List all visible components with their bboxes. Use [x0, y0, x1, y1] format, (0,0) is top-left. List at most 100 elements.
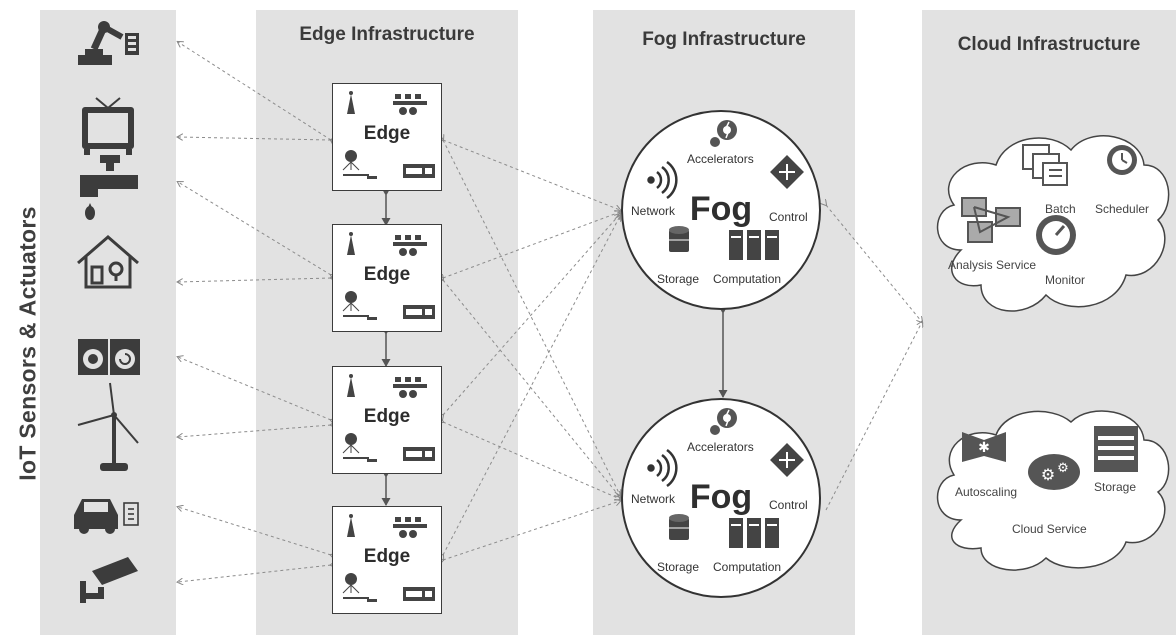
wire-turbine-edge3: [178, 425, 331, 437]
fog-label: Fog: [689, 478, 753, 516]
storage-icon: [1094, 426, 1138, 472]
security-camera-icon: [80, 557, 138, 603]
tv-icon: [82, 97, 134, 155]
storage-cylinder-icon: [669, 514, 689, 540]
server-rack-icon: [403, 447, 435, 461]
server-rack-icon: [403, 587, 435, 601]
computation-rack-icon: [729, 230, 779, 260]
storage-cylinder-icon: [669, 226, 689, 252]
wire-robot-edge1: [178, 42, 331, 140]
computation-label: Computation: [713, 560, 782, 574]
wire-edge4-fog2: [443, 501, 620, 560]
wire-edge3-fog1: [443, 214, 620, 415]
wire-fog1-cloud: [826, 205, 922, 322]
robot-arm-icon: [78, 21, 139, 65]
wire-car-edge4: [178, 507, 331, 555]
edge-node: Edge: [332, 83, 442, 191]
fog-node-icons: [647, 408, 804, 548]
wire-washer-edge3: [178, 357, 331, 420]
analysis-service-icon: [961, 197, 1021, 243]
server-rack-icon: [403, 305, 435, 319]
accelerators-label: Accelerators: [687, 152, 754, 166]
edge-label: Edge: [363, 123, 411, 144]
antenna-icon: [347, 514, 355, 537]
cloud-bottom-shape: ✱ ⚙ ⚙: [936, 410, 1170, 571]
wire-tv-edge1: [178, 137, 331, 140]
antenna-icon: [347, 232, 355, 255]
wire-camera-edge4: [178, 565, 331, 582]
network-topology-icon: [342, 291, 377, 320]
cloud-top-shape: [936, 135, 1170, 312]
storage-label: Storage: [657, 272, 700, 286]
fog-node: Fog Accelerators Network Control Storage…: [621, 398, 821, 598]
cpu-icon: [393, 517, 427, 538]
accelerators-label: Accelerators: [687, 440, 754, 454]
computation-rack-icon: [729, 518, 779, 548]
wire-edge4-fog1: [443, 216, 620, 555]
edge-label: Edge: [363, 406, 411, 427]
edge-node-icons: [342, 514, 435, 602]
accelerators-icon: [710, 120, 737, 147]
svg-text:✱: ✱: [978, 440, 990, 456]
wind-turbine-icon: [77, 382, 139, 471]
wire-edge2-fog1: [443, 212, 620, 278]
control-label: Control: [769, 498, 808, 512]
wire-fog2-cloud: [825, 322, 922, 511]
edge-node: Edge: [332, 224, 442, 332]
edge-node: Edge: [332, 506, 442, 614]
accelerators-icon: [710, 408, 737, 435]
antenna-icon: [347, 91, 355, 114]
fog-node-icons: [647, 120, 804, 260]
autoscaling-label: Autoscaling: [955, 485, 1018, 499]
smart-home-icon: [77, 235, 139, 289]
fog-label: Fog: [689, 190, 753, 228]
cloud-service-label: Cloud Service: [1012, 522, 1087, 536]
edge-node-icons: [342, 232, 435, 320]
cloud-panel-title: Cloud Infrastructure: [957, 34, 1141, 55]
edge-node-icons: [342, 91, 435, 179]
wire-edge1-fog2: [443, 140, 620, 495]
server-rack-icon: [403, 164, 435, 178]
network-label: Network: [631, 204, 676, 218]
water-tap-icon: [80, 155, 138, 220]
wire-home-edge2: [178, 278, 331, 282]
scheduler-icon: [1107, 145, 1137, 175]
autoscaling-icon: ✱: [962, 432, 1006, 462]
cpu-icon: [393, 377, 427, 398]
wifi-signal-icon: [647, 448, 678, 488]
wire-edge2-fog2: [443, 280, 620, 497]
wire-tap-edge2: [178, 182, 331, 275]
edge-panel-title: Edge Infrastructure: [299, 24, 475, 45]
analysis-service-label: Analysis Service: [948, 258, 1037, 272]
network-label: Network: [631, 492, 676, 506]
svg-text:⚙: ⚙: [1041, 465, 1055, 484]
computation-label: Computation: [713, 272, 782, 286]
network-topology-icon: [342, 573, 377, 602]
car-icon: [74, 499, 139, 534]
cpu-icon: [393, 235, 427, 256]
control-label: Control: [769, 210, 808, 224]
control-icon: [770, 443, 804, 477]
fog-node: Fog Accelerators Network Control Storage…: [621, 110, 821, 310]
iot-devices: [74, 21, 140, 603]
edge-label: Edge: [363, 546, 411, 567]
wifi-signal-icon: [647, 160, 678, 200]
monitor-label: Monitor: [1045, 273, 1086, 287]
cloud-gears-icon: ⚙ ⚙: [1028, 454, 1080, 490]
network-topology-icon: [342, 433, 377, 462]
storage-label: Storage: [1094, 480, 1137, 494]
wire-edge3-fog2: [443, 422, 620, 499]
control-icon: [770, 155, 804, 189]
batch-icon: [1022, 144, 1068, 186]
monitor-icon: [1036, 215, 1076, 255]
washing-machine-icon: [78, 339, 140, 375]
storage-label: Storage: [657, 560, 700, 574]
scheduler-label: Scheduler: [1095, 202, 1150, 216]
svg-text:⚙: ⚙: [1057, 461, 1069, 476]
edge-node-icons: [342, 374, 435, 462]
edge-node: Edge: [332, 366, 442, 474]
antenna-icon: [347, 374, 355, 397]
edge-label: Edge: [363, 264, 411, 285]
batch-label: Batch: [1045, 202, 1076, 216]
